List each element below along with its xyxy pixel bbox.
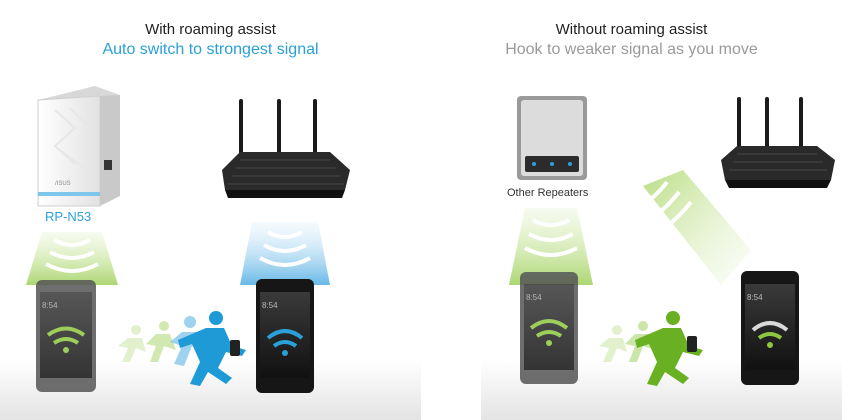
panel-subtitle: Auto switch to strongest signal [102,41,319,58]
left-illustration: /ISUS 8:54 [0,86,421,420]
heading-without-roaming: Without roaming assist Hook to weaker si… [421,20,842,60]
runner-active [635,311,703,386]
phone-left-faded: 8:54 [520,272,578,384]
runner-trail [118,311,246,386]
svg-text:8:54: 8:54 [42,301,58,310]
runner-active [178,311,246,386]
panel-title: Without roaming assist [555,21,708,38]
phone-right: 8:54 [256,279,314,393]
other-repeater [517,96,587,180]
right-illustration: 8:54 8:54 [481,96,842,420]
panel-without-roaming-assist: Without roaming assist Hook to weaker si… [421,0,842,420]
repeater-signal-beam [509,208,593,285]
phone-left-faded: 8:54 [36,280,96,392]
svg-text:8:54: 8:54 [747,293,763,302]
repeater-signal-beam [26,232,118,285]
panel-title: With roaming assist [145,21,276,38]
runner-trail [599,311,703,386]
rp-n53-label: RP-N53 [45,209,92,224]
phone-right: 8:54 [741,271,799,385]
svg-text:8:54: 8:54 [262,301,278,310]
svg-text:/ISUS: /ISUS [55,181,71,187]
panel-subtitle: Hook to weaker signal as you move [505,41,758,58]
svg-text:8:54: 8:54 [526,293,542,302]
router-signal-beam [240,222,330,285]
rp-n53-repeater: /ISUS [37,86,120,207]
panel-with-roaming-assist: With roaming assist Auto switch to stron… [0,20,421,420]
diagonal-signal-beam [639,170,751,285]
router [721,97,835,188]
router [222,99,350,198]
other-repeaters-label: Other Repeaters [507,187,589,199]
heading-with-roaming: With roaming assist Auto switch to stron… [0,20,421,60]
